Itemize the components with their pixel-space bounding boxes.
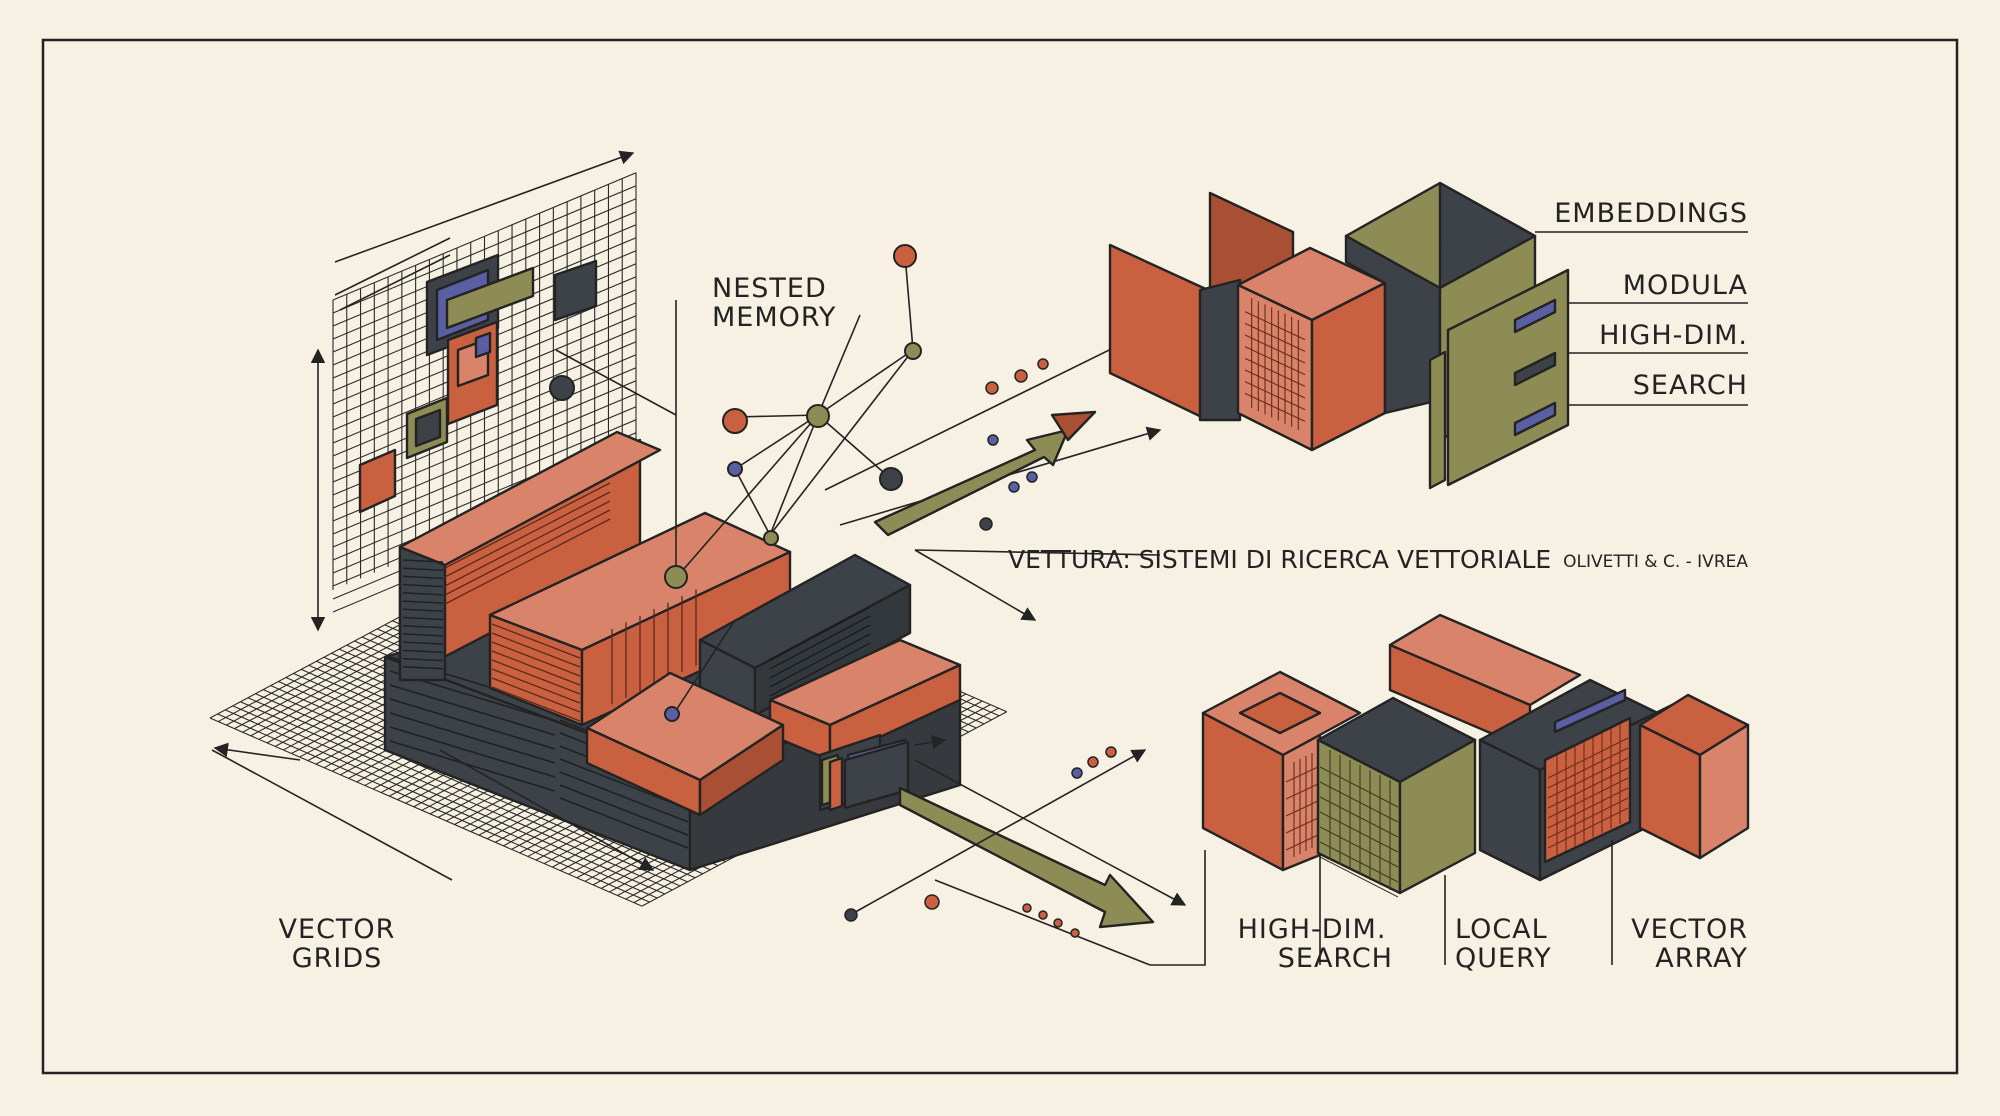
frame-border: [41, 38, 1959, 1075]
tr-olive-panel: [1446, 268, 1570, 487]
br-array-right: [1698, 723, 1750, 860]
tall-block-stripes: [402, 482, 611, 670]
node-terracotta-top: [893, 244, 917, 268]
bottom-right-modules: [1201, 613, 1750, 965]
card-module-body: [843, 740, 910, 810]
top-right-module: [1108, 181, 1748, 490]
tall-block-top: [398, 430, 662, 567]
node-olive-low: [763, 530, 779, 546]
diagram-title: VETTURA: SISTEMI DI RICERCA VETTORIALE: [1008, 545, 1551, 574]
node-olive-top: [904, 342, 922, 360]
olive-arrow-up: [873, 428, 1070, 537]
wall-panel-charcoal-right: [553, 259, 598, 322]
wall-panels: [310, 150, 635, 632]
central-block-stack: [383, 430, 962, 872]
wall-panel-olive: [445, 266, 535, 330]
label-vector-grids-2: GRIDS: [292, 943, 383, 974]
br-cube3-grid: [1547, 724, 1629, 856]
label-search: SEARCH: [1633, 370, 1748, 401]
tr-olive-panel-back: [1428, 350, 1447, 490]
charcoal-block-lines: [769, 606, 871, 697]
node-charcoal-left: [549, 375, 575, 401]
front-slab-right: [698, 723, 785, 817]
terracotta-arrowhead: [1050, 410, 1097, 442]
tr-cube-grid: [1244, 298, 1306, 430]
wall-panel-terracotta-small: [358, 448, 397, 514]
label-nested-memory-2: MEMORY: [712, 302, 836, 333]
tr-slot-2: [1513, 351, 1557, 387]
label-embeddings: EMBEDDINGS: [1554, 198, 1748, 229]
flow-arrows: [211, 324, 1206, 966]
label-high-dim: HIGH-DIM.: [1599, 320, 1748, 351]
br-cube3-blue: [1553, 688, 1627, 734]
maker-credit: OLIVETTI & C. - IVREA: [1563, 552, 1748, 572]
br-cube2-right: [1398, 738, 1477, 895]
card-module-terracotta: [828, 756, 844, 812]
mid-block-stripes: [491, 589, 697, 722]
tr-slot-1: [1513, 298, 1557, 334]
tr-slot-3: [1513, 401, 1557, 437]
node-blue-slab: [664, 706, 680, 722]
tr-cube-side: [1198, 278, 1242, 422]
labels: NESTED MEMORY VECTOR GRIDS EMBEDDINGS MO…: [279, 198, 1749, 974]
label-br-3-line1: VECTOR: [1631, 914, 1748, 945]
label-nested-memory-1: NESTED: [712, 273, 827, 304]
node-olive-hub: [806, 404, 830, 428]
node-olive-block: [664, 565, 688, 589]
br-cube1-hole: [1238, 691, 1322, 735]
node-blue: [727, 461, 743, 477]
label-modula: MODULA: [1623, 270, 1748, 301]
label-vector-grids-1: VECTOR: [279, 914, 396, 945]
nested-memory-network: [549, 244, 922, 722]
label-br-2-line1: LOCAL: [1455, 914, 1548, 945]
br-cube2-grid: [1319, 750, 1399, 898]
label-br-1-line1: HIGH-DIM.: [1238, 914, 1387, 945]
slab-side: [828, 663, 962, 762]
node-terracotta-left: [722, 408, 748, 434]
label-br-3-line2: ARRAY: [1655, 943, 1748, 974]
label-br-2-line2: QUERY: [1455, 943, 1552, 974]
wall-panel-blue-small: [474, 331, 492, 359]
node-charcoal-right: [879, 467, 903, 491]
olive-arrow-down: [898, 786, 1155, 929]
wall-panel-charcoal-small: [414, 408, 442, 448]
label-br-1-line2: SEARCH: [1278, 943, 1393, 974]
tr-left-panel: [1108, 243, 1210, 422]
